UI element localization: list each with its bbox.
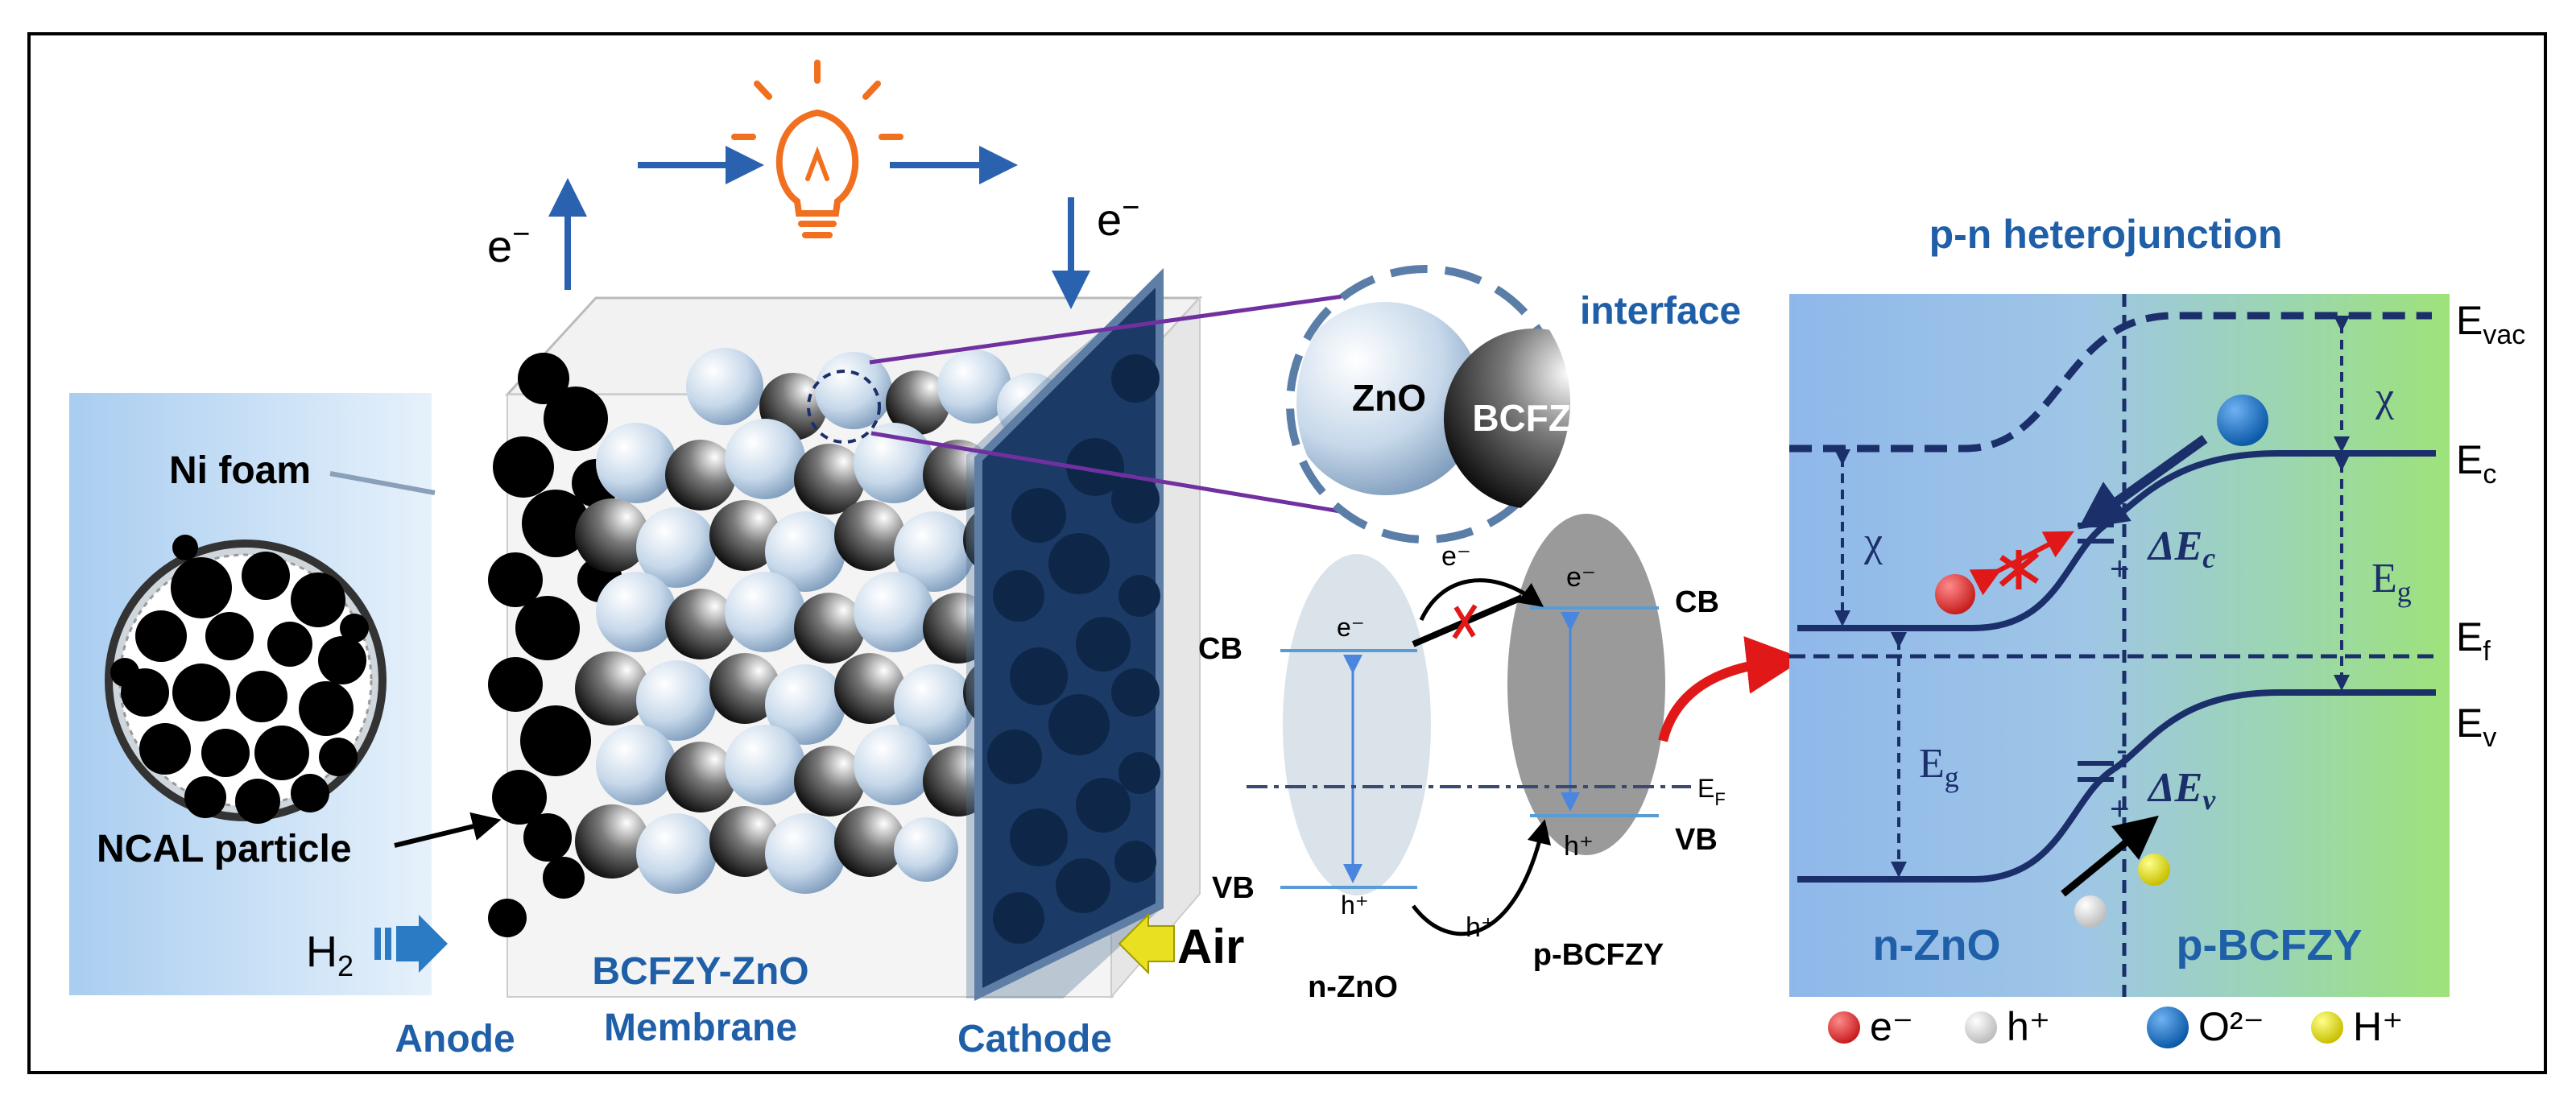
ncal-pointer-arrow — [394, 812, 502, 848]
legend-hole-label: h⁺ — [2007, 1004, 2050, 1049]
electron-dot — [1935, 574, 1975, 614]
heterojunction-background — [1789, 294, 2450, 997]
membrane-label-line2: Membrane — [604, 1007, 797, 1049]
bcfzy-label: BCFZY — [1472, 397, 1595, 439]
plus-c-label: + — [2110, 549, 2130, 587]
e-right-label: e⁻ — [1566, 562, 1596, 593]
oxygen-ion-arrow — [2078, 435, 2208, 530]
proton-dot — [2138, 854, 2170, 886]
h-right-label: h⁺ — [1564, 831, 1594, 862]
ni-foam-label: Ni foam — [169, 449, 311, 492]
ev-curve — [1797, 689, 2436, 883]
membrane-label-line1: BCFZY-ZnO — [592, 950, 808, 993]
delta-ev-offset-marks — [2078, 761, 2114, 782]
zno-particle — [1296, 302, 1482, 495]
legend-proton-label: H⁺ — [2353, 1004, 2404, 1049]
zoom-source-circle — [807, 370, 881, 444]
h2-label: H2 — [306, 928, 354, 982]
h-left-label: h⁺ — [1341, 891, 1369, 920]
plus-v-label: + — [2110, 789, 2130, 827]
heterojunction-title: p-n heterojunction — [1929, 212, 2283, 257]
ev-label: Ev — [2456, 701, 2496, 753]
legend-oxygen-label: O²⁻ — [2198, 1004, 2264, 1049]
p-bcfzy-ellipse — [1507, 514, 1665, 855]
n-region-label: n-ZnO — [1873, 921, 2001, 970]
legend-oxygen-dot — [2147, 1007, 2189, 1048]
vb-left-label: VB — [1212, 871, 1255, 905]
ni-foam-pointer — [329, 471, 436, 495]
n-zno-ellipse — [1283, 554, 1431, 895]
cathode-label: Cathode — [957, 1018, 1112, 1060]
air-inlet-arrow — [1118, 912, 1175, 975]
proton-arrow — [2061, 815, 2159, 897]
ef-label: Ef — [2456, 614, 2491, 667]
e-left-label: e⁻ — [1337, 613, 1365, 642]
eg-right-label: Eg — [2371, 556, 2412, 608]
minus-v-label: - — [2116, 730, 2127, 768]
ec-label: Ec — [2456, 437, 2496, 490]
interface-title: interface — [1580, 290, 1741, 333]
delta-ec-label: ΔEc — [2147, 523, 2215, 574]
anode-label: Anode — [395, 1018, 515, 1060]
zoom-line-top — [869, 294, 1344, 365]
e-top-label: e⁻ — [1441, 541, 1471, 572]
fuel-cell-panel: Ni foam NCAL particle H2 — [69, 60, 1244, 1060]
delta-ev-label: ΔEv — [2147, 765, 2216, 816]
evac-label: Evac — [2456, 298, 2525, 350]
blocked-electron-arrow — [1969, 531, 2074, 596]
ef-small-label: EF — [1697, 774, 1726, 809]
legend-proton-dot — [2311, 1011, 2343, 1044]
hole-dot — [2074, 895, 2107, 928]
bcfzy-particle — [1444, 329, 1570, 509]
electron-label-left: e− — [487, 217, 530, 271]
air-label: Air — [1177, 920, 1244, 974]
p-region-label: p-BCFZY — [2177, 921, 2363, 970]
cb-left-label: CB — [1198, 632, 1243, 666]
hole-curve-arrow — [1412, 819, 1551, 936]
legend-hole-dot — [1965, 1011, 1997, 1044]
electron-label-right: e− — [1097, 191, 1139, 245]
n-zno-small-label: n-ZnO — [1308, 970, 1398, 1004]
red-transition-arrow — [1658, 636, 1805, 742]
blocked-electron-cross-icon — [1999, 550, 2040, 589]
cb-right-label: CB — [1675, 585, 1719, 619]
vb-right-label: VB — [1675, 823, 1718, 857]
legend: e⁻ h⁺ O²⁻ H⁺ — [1828, 1004, 2404, 1049]
cathode-plate — [966, 267, 1164, 1002]
h2-inlet-arrow — [374, 915, 448, 973]
oxygen-ion-dot — [2217, 395, 2268, 446]
ncal-particle-label: NCAL particle — [97, 828, 352, 870]
small-band-diagram: EF e⁻ e⁻ e⁻ h⁺ h⁺ h⁺ CB CB VB VB n-ZnO p… — [1198, 514, 1726, 1004]
p-bcfzy-small-label: p-BCFZY — [1533, 938, 1664, 972]
legend-electron-dot — [1828, 1011, 1860, 1044]
ni-foam-circle — [105, 535, 387, 824]
blocked-cross-icon — [1452, 604, 1478, 639]
eg-left-label: Eg — [1919, 741, 1959, 793]
h-bottom-label: h⁺ — [1466, 912, 1495, 943]
anode-ni-particles — [488, 353, 625, 937]
heterojunction-panel: p-n heterojunction χ χ Eg Eg - — [1789, 212, 2525, 997]
zno-label: ZnO — [1352, 377, 1426, 419]
chi-left-label: χ — [1863, 519, 1883, 565]
legend-electron-label: e⁻ — [1870, 1004, 1913, 1049]
zoom-line-bottom — [870, 431, 1375, 519]
chi-right-label: χ — [2375, 374, 2394, 420]
light-bulb-icon — [731, 60, 903, 238]
interface-zoom: ZnO BCFZY interface — [807, 265, 1741, 544]
electron-curve-arrow — [1419, 578, 1544, 622]
